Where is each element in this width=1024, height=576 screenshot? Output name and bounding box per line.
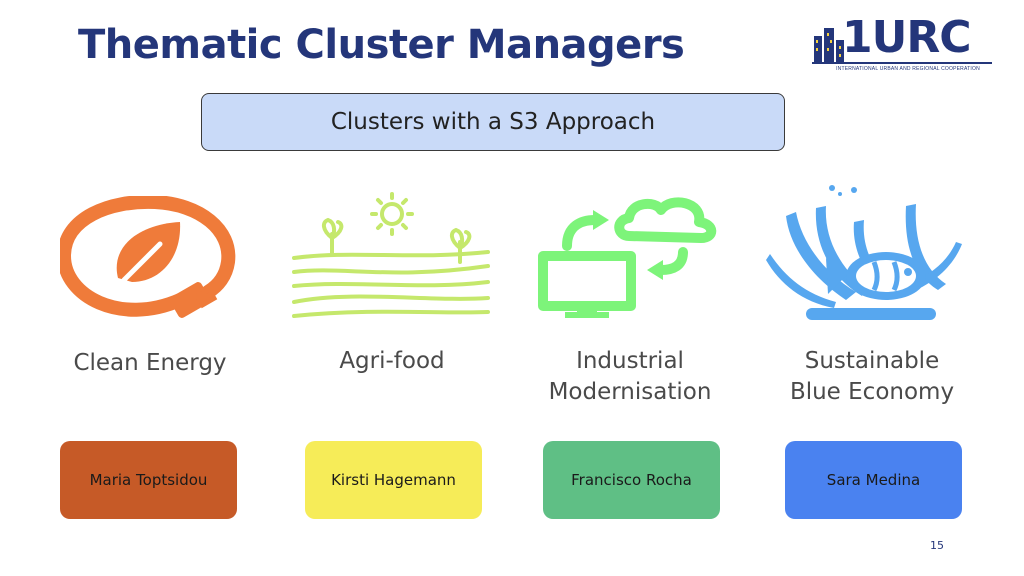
iurc-logo: 1URC INTERNATIONAL URBAN AND REGIONAL CO… <box>812 12 994 78</box>
cluster-label-clean-energy: Clean Energy <box>73 350 227 376</box>
manager-box-industrial-modernisation: Francisco Rocha <box>543 441 720 519</box>
approach-banner: Clusters with a S3 Approach <box>201 93 785 151</box>
logo-divider <box>812 62 992 64</box>
cluster-label-industrial-modernisation: Industrial Modernisation <box>548 348 712 405</box>
page-number: 15 <box>930 539 944 552</box>
cluster-label-blue-economy: Sustainable Blue Economy <box>789 348 955 405</box>
manager-box-clean-energy: Maria Toptsidou <box>60 441 237 519</box>
coral-fish-icon <box>766 185 962 320</box>
leaf-plug-icon <box>60 196 236 318</box>
cluster-label-agri-food: Agri-food <box>339 348 445 374</box>
manager-box-blue-economy: Sara Medina <box>785 441 962 519</box>
city-skyline-icon <box>814 28 844 64</box>
fields-sun-icon <box>292 192 490 318</box>
logo-caption: INTERNATIONAL URBAN AND REGIONAL COOPERA… <box>836 66 980 72</box>
manager-box-agri-food: Kirsti Hagemann <box>305 441 482 519</box>
logo-text: 1URC <box>842 12 972 63</box>
slide-title: Thematic Cluster Managers <box>78 22 685 68</box>
computer-cloud-icon <box>538 197 717 318</box>
